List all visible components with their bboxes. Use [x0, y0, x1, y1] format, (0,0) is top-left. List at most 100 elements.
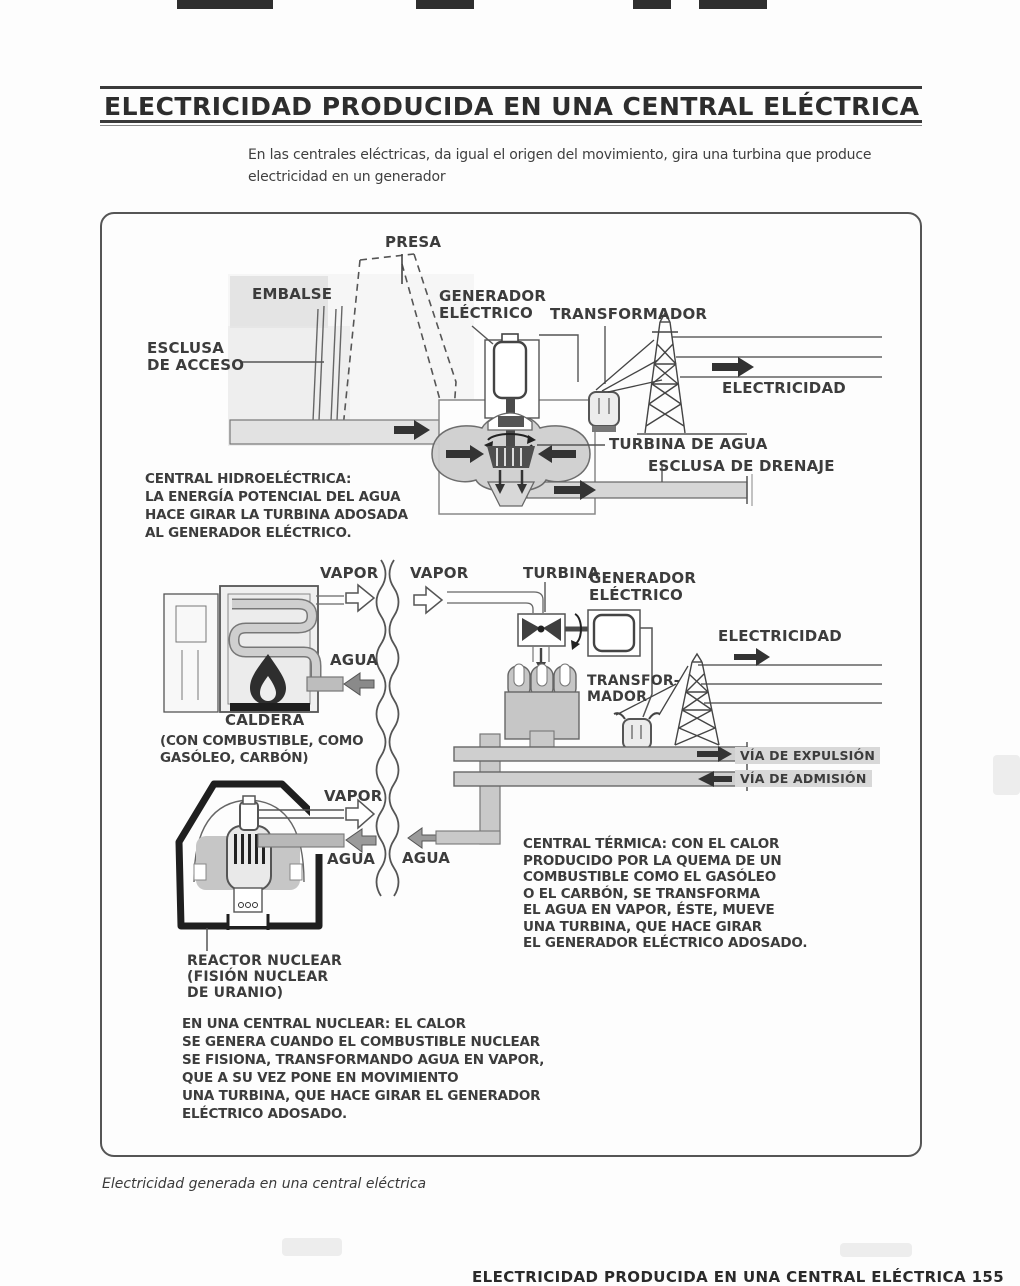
- transmission-tower: [674, 652, 720, 746]
- electricity-arrow-icon: [712, 357, 754, 377]
- generator-wire: [539, 334, 579, 382]
- scan-smudge: [993, 755, 1020, 795]
- flow-arrow-right-icon: [697, 746, 732, 762]
- generator-body: [592, 613, 636, 653]
- label-turbina: TURBINA: [523, 564, 600, 582]
- flow-arrow-down-icon: [498, 470, 524, 484]
- flow-arrow-right-icon: [394, 420, 430, 440]
- intro-text: En las centrales eléctricas, da igual el…: [248, 147, 872, 185]
- title-rule-top: [100, 86, 922, 89]
- label-presa: PRESA: [385, 233, 442, 251]
- scan-smudge: [282, 1238, 342, 1256]
- boiler-annex: [163, 593, 219, 713]
- label-via-expulsion: VÍA DE EXPULSIÓN: [735, 747, 881, 764]
- bell-block: [498, 416, 524, 427]
- hydro-caption: CENTRAL HIDROELÉCTRICA: LA ENERGÍA POTEN…: [145, 471, 408, 541]
- thermal-diagram: [163, 582, 882, 845]
- arrowhead: [517, 484, 527, 494]
- nuclear-caption: EN UNA CENTRAL NUCLEAR: EL CALOR SE GENE…: [182, 1016, 545, 1122]
- figure-caption: Electricidad generada en una central elé…: [102, 1176, 427, 1192]
- condenser-outlet: [529, 730, 555, 748]
- transformer: [622, 718, 652, 750]
- steam-arrow-right-icon: [345, 583, 376, 613]
- label-caldera-nota: (CON COMBUSTIBLE, COMO GASÓLEO, CARBÓN): [160, 733, 364, 766]
- water-turbine: [487, 446, 535, 468]
- serpentine-tube: [229, 600, 320, 678]
- arrowhead: [527, 435, 536, 444]
- generator-cap: [501, 333, 519, 343]
- steam-turbine: [522, 618, 540, 641]
- vessel-pedestal: [233, 887, 263, 913]
- label-embalse: EMBALSE: [252, 285, 333, 303]
- label-vapor-left: VAPOR: [320, 564, 379, 582]
- bushing: [613, 712, 626, 720]
- label-vapor: VAPOR: [324, 787, 383, 805]
- figure-frame: PRESA EMBALSE ESCLUSA DE ACCESO GENERADO…: [100, 212, 922, 1157]
- electricity-arrow-icon: [734, 648, 770, 666]
- label-generador-electrico: GENERADOR ELÉCTRICO: [589, 569, 697, 604]
- label-electricidad: ELECTRICIDAD: [722, 379, 846, 397]
- generador-leader: [471, 325, 494, 345]
- turbine-hub: [537, 625, 545, 633]
- power-lines: [698, 664, 882, 704]
- pedestal-gap: [228, 914, 268, 926]
- transformer: [588, 391, 620, 427]
- generator-body: [492, 340, 528, 400]
- steam-arrow-right-icon: [413, 585, 444, 615]
- drip: [252, 902, 258, 908]
- steam-pipe: [447, 602, 534, 613]
- condenser-channel: [513, 663, 525, 687]
- wavy-divider: [375, 559, 400, 897]
- cropped-header-fragment: [633, 0, 671, 9]
- scan-smudge: [840, 1243, 912, 1257]
- page-title: ELECTRICIDAD PRODUCIDA EN UNA CENTRAL EL…: [104, 92, 920, 121]
- hydro-diagram: [228, 253, 882, 515]
- drip: [238, 902, 244, 908]
- label-agua-right: AGUA: [402, 849, 451, 867]
- bushing: [648, 712, 661, 720]
- flow-arrow-right-icon: [554, 480, 596, 500]
- label-agua: AGUA: [330, 651, 379, 669]
- coolant-window: [193, 863, 207, 881]
- water-pipe: [257, 833, 345, 848]
- label-agua-left: AGUA: [327, 850, 376, 868]
- embalse-shade: [230, 276, 328, 328]
- annex-detail: [175, 605, 207, 643]
- flow-arrow-right-icon: [446, 445, 484, 463]
- control-rods: [234, 834, 265, 864]
- water-pipe: [435, 830, 501, 845]
- water-pipe: [306, 676, 344, 692]
- label-transformador: TRANSFOR- MADOR: [587, 673, 680, 705]
- thermal-caption: CENTRAL TÉRMICA: CON EL CALOR PRODUCIDO …: [523, 836, 808, 951]
- title-rule-bottom-thin: [100, 125, 922, 126]
- cropped-header-fragment: [177, 0, 273, 9]
- transmission-tower: [644, 311, 686, 434]
- label-esclusa-drenaje: ESCLUSA DE DRENAJE: [648, 457, 835, 475]
- condenser-channel: [559, 663, 571, 687]
- water-arrow-left-icon: [345, 828, 377, 853]
- label-esclusa-acceso: ESCLUSA DE ACCESO: [147, 339, 245, 374]
- label-caldera: CALDERA: [225, 711, 305, 729]
- flow-arrow-left-icon: [698, 771, 732, 787]
- drip: [245, 902, 251, 908]
- cropped-header-fragment: [699, 0, 767, 9]
- power-lines: [595, 336, 882, 393]
- water-arrow-left-icon: [343, 672, 375, 696]
- condenser-channel: [536, 663, 548, 687]
- transformer-base: [592, 426, 616, 432]
- coolant-window: [289, 863, 303, 881]
- generator-wire: [640, 627, 653, 718]
- label-transformador: TRANSFORMADOR: [550, 305, 708, 323]
- label-generador-electrico: GENERADOR ELÉCTRICO: [439, 287, 547, 322]
- diagram-artwork: [163, 253, 882, 951]
- label-turbina-de-agua: TURBINA DE AGUA: [609, 435, 768, 453]
- steam-turbine: [543, 618, 561, 641]
- label-via-admision: VÍA DE ADMISIÓN: [735, 770, 872, 787]
- flame-inner: [260, 676, 276, 701]
- label-vapor-right: VAPOR: [410, 564, 469, 582]
- title-rule-bottom: [100, 120, 922, 123]
- flow-arrow-left-icon: [538, 445, 576, 463]
- hearth-bar: [230, 703, 310, 711]
- arrowhead: [571, 640, 580, 650]
